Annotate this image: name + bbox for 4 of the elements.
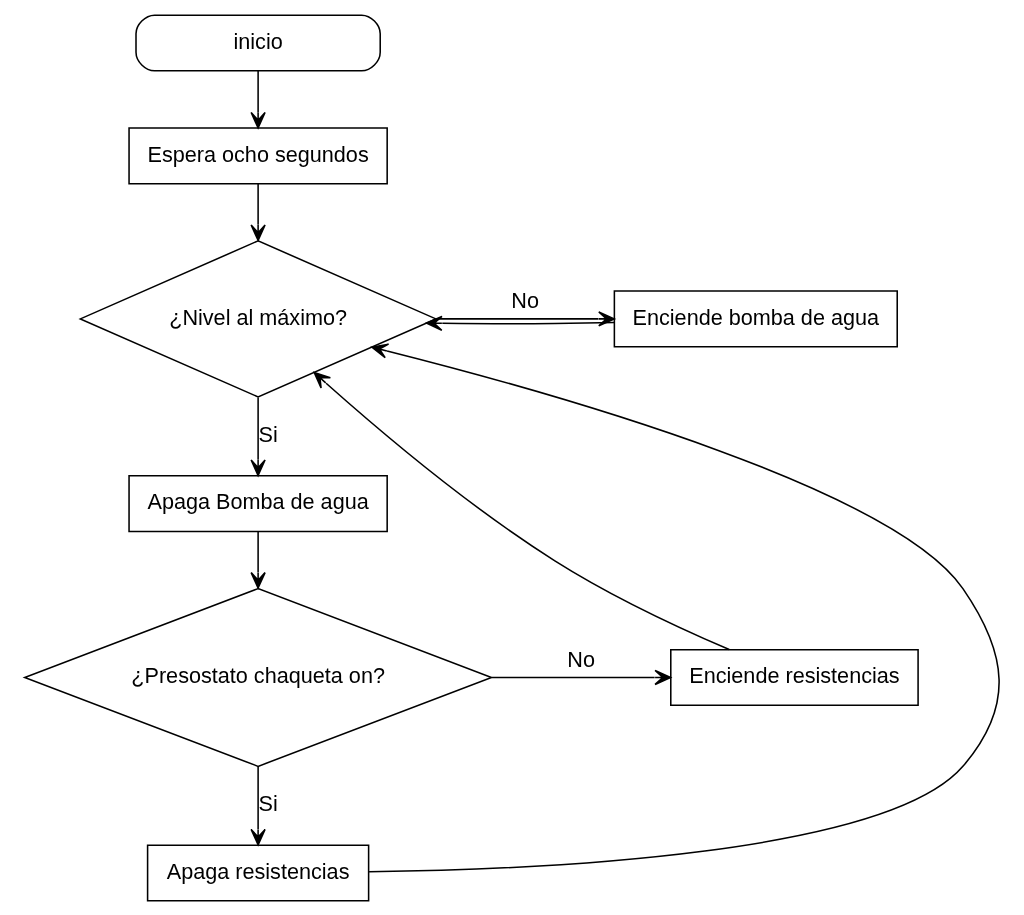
edge-label: Si — [258, 790, 278, 816]
edge-label: No — [567, 646, 595, 672]
edge-label: No — [511, 287, 539, 313]
edge-label: Si — [258, 421, 278, 447]
